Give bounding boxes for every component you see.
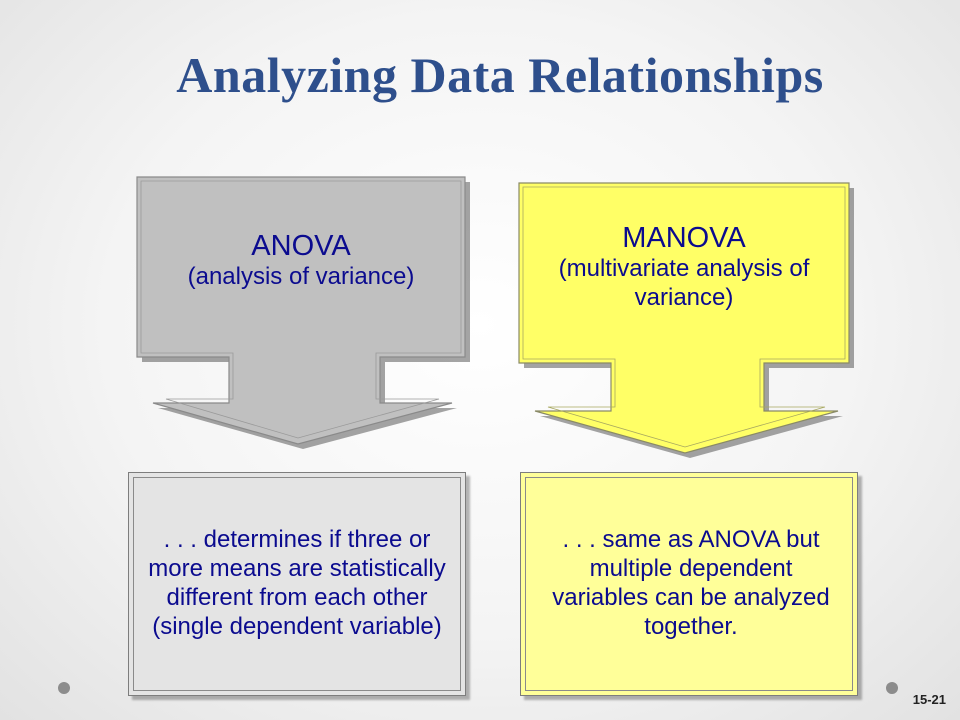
anova-label: ANOVA (analysis of variance) bbox=[140, 230, 462, 292]
decor-dot-right bbox=[886, 682, 898, 694]
anova-description-box: . . . determines if three or more means … bbox=[128, 472, 466, 696]
anova-heading: ANOVA bbox=[251, 230, 351, 262]
anova-subtitle: (analysis of variance) bbox=[187, 263, 415, 291]
page-number: 15-21 bbox=[912, 692, 946, 707]
manova-description-box: . . . same as ANOVA but multiple depende… bbox=[520, 472, 858, 696]
manova-subtitle: (multivariate analysis of variance) bbox=[558, 255, 810, 311]
anova-arrow-inner bbox=[140, 180, 462, 439]
anova-arrow bbox=[136, 176, 466, 445]
manova-heading: MANOVA bbox=[622, 222, 746, 254]
decor-dot-left bbox=[58, 682, 70, 694]
manova-arrow bbox=[518, 182, 850, 454]
anova-description: . . . determines if three or more means … bbox=[133, 477, 461, 691]
manova-label: MANOVA (multivariate analysis of varianc… bbox=[524, 222, 844, 312]
manova-description: . . . same as ANOVA but multiple depende… bbox=[525, 477, 853, 691]
slide-title: Analyzing Data Relationships bbox=[176, 47, 824, 103]
manova-arrow-inner bbox=[522, 186, 846, 448]
